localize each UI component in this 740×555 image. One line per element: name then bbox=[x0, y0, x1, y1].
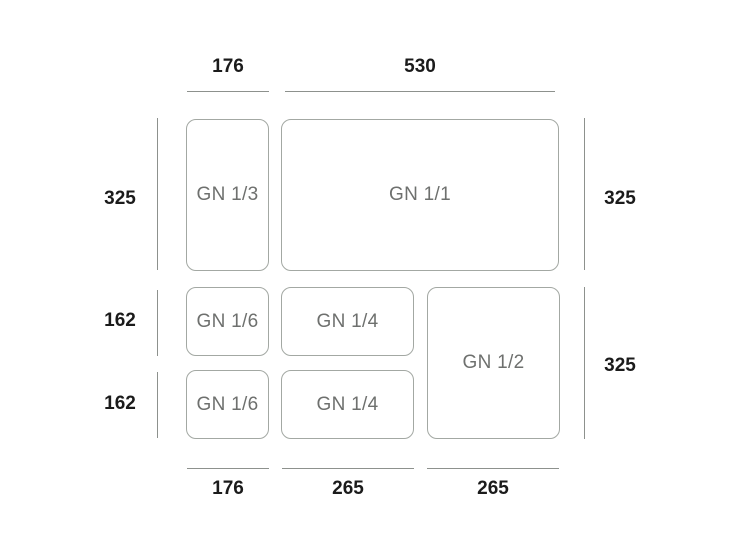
pan-gn-1-6-top-label: GN 1/6 bbox=[196, 310, 259, 332]
pan-gn-1-3: GN 1/3 bbox=[186, 119, 269, 271]
pan-gn-1-4-bottom-label: GN 1/4 bbox=[316, 393, 379, 415]
left-dim-line-middle bbox=[157, 290, 158, 356]
pan-gn-1-2-label: GN 1/2 bbox=[462, 352, 525, 373]
pan-gn-1-2: GN 1/2 bbox=[427, 287, 560, 439]
right-dim-label-top: 325 bbox=[604, 188, 636, 209]
bottom-dim-line-middle bbox=[282, 468, 414, 469]
bottom-dim-line-left bbox=[187, 468, 269, 469]
left-dim-label-bottom: 162 bbox=[104, 393, 136, 414]
pan-gn-1-6-top: GN 1/6 bbox=[186, 287, 269, 356]
bottom-dim-label-middle: 265 bbox=[332, 478, 364, 499]
right-dim-line-bottom bbox=[584, 287, 585, 439]
left-dim-line-top bbox=[157, 118, 158, 270]
left-dim-line-bottom bbox=[157, 372, 158, 438]
pan-gn-1-1: GN 1/1 bbox=[281, 119, 559, 271]
top-dim-label-left: 176 bbox=[212, 56, 244, 77]
pan-gn-1-3-label: GN 1/3 bbox=[196, 184, 259, 205]
bottom-dim-line-right bbox=[427, 468, 559, 469]
left-dim-label-top: 325 bbox=[104, 188, 136, 209]
pan-gn-1-4-top-label: GN 1/4 bbox=[316, 310, 379, 332]
right-dim-label-bottom: 325 bbox=[604, 355, 636, 376]
top-dim-line-left bbox=[187, 91, 269, 92]
top-dim-line-right bbox=[285, 91, 555, 92]
pan-gn-1-1-label: GN 1/1 bbox=[389, 184, 451, 205]
right-dim-line-top bbox=[584, 118, 585, 270]
pan-gn-1-6-bottom: GN 1/6 bbox=[186, 370, 269, 439]
top-dim-label-right: 530 bbox=[404, 56, 436, 77]
bottom-dim-label-left: 176 bbox=[212, 478, 244, 499]
pan-gn-1-6-bottom-label: GN 1/6 bbox=[196, 393, 259, 415]
pan-gn-1-4-bottom: GN 1/4 bbox=[281, 370, 414, 439]
pan-gn-1-4-top: GN 1/4 bbox=[281, 287, 414, 356]
left-dim-label-middle: 162 bbox=[104, 310, 136, 331]
bottom-dim-label-right: 265 bbox=[477, 478, 509, 499]
